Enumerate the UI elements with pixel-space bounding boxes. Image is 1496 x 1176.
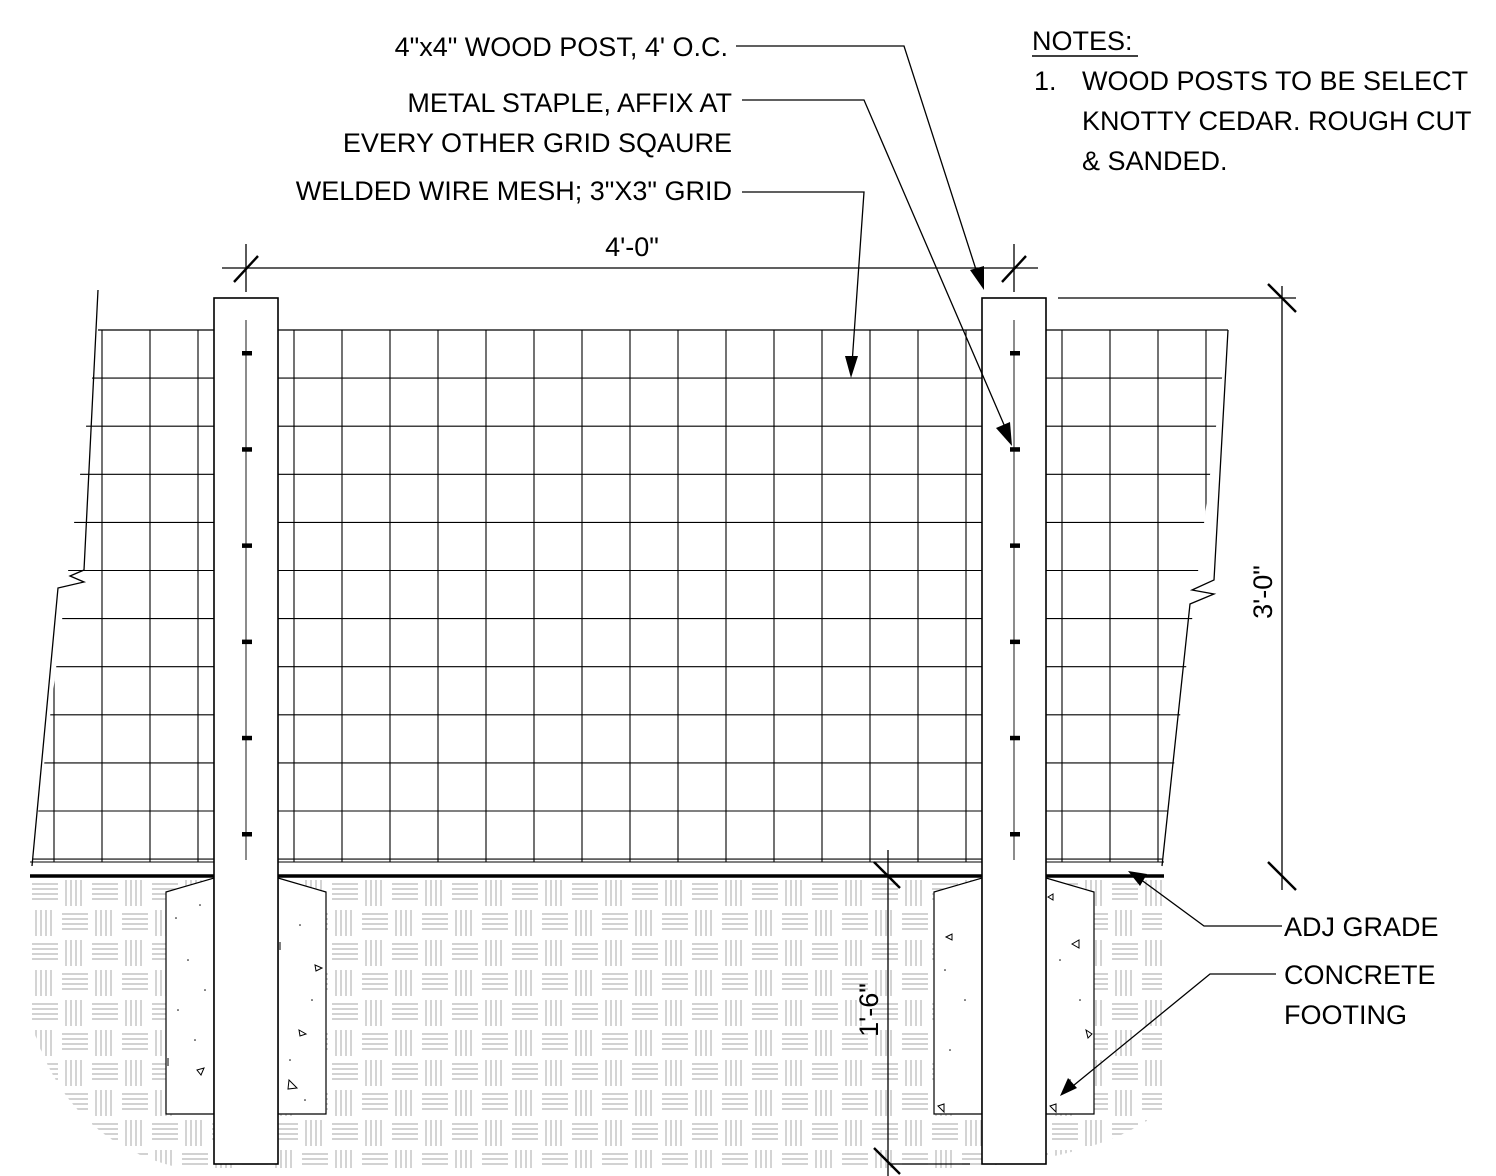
concrete-stipple (175, 904, 1081, 1101)
wood-post-right (981, 297, 1047, 1165)
footing-right-outer (933, 877, 983, 1115)
label-adj-grade: ADJ GRADE (1284, 912, 1439, 942)
dimension-tick (1267, 861, 1297, 891)
metal-staple (1010, 639, 1020, 645)
leader-labels: 4"x4" WOOD POST, 4' O.C. METAL STAPLE, A… (296, 32, 1439, 1030)
welded-wire-mesh (32, 330, 1228, 862)
footing-left-outer (165, 877, 215, 1115)
note-line-3: & SANDED. (1082, 146, 1228, 176)
dim-fence-height-text: 3'-0" (1248, 565, 1278, 619)
label-staple-2: EVERY OTHER GRID SQAURE (343, 128, 732, 158)
label-footing-1: CONCRETE (1284, 960, 1436, 990)
label-staple-1: METAL STAPLE, AFFIX AT (407, 88, 732, 118)
notes-block: NOTES: 1. WOOD POSTS TO BE SELECT KNOTTY… (1032, 26, 1472, 176)
footing-left-inner (277, 877, 327, 1115)
dimension-embed-depth (873, 850, 970, 1176)
dimension-post-spacing (222, 244, 1038, 292)
break-line-symbol (31, 289, 99, 867)
arrowhead (845, 356, 858, 378)
dim-embed-depth-text: 1'-6" (854, 983, 884, 1037)
arrowheads (845, 266, 1147, 1096)
concrete-aggregate (167, 893, 1093, 1114)
dimension-tick (233, 255, 259, 283)
label-footing-2: FOOTING (1284, 1000, 1407, 1030)
metal-staple (242, 447, 252, 452)
wood-post-left (213, 297, 279, 1165)
dimension-tick (1001, 255, 1027, 283)
dimension-tick (1267, 283, 1297, 313)
arrowhead (1128, 871, 1147, 886)
metal-staple (242, 351, 252, 356)
metal-staple (242, 543, 252, 548)
leader-lines (736, 45, 1282, 1091)
metal-staple (242, 832, 252, 837)
arrowhead (970, 266, 984, 290)
metal-staple (1010, 543, 1020, 548)
note-number: 1. (1034, 66, 1057, 96)
metal-staple (242, 735, 252, 741)
metal-staple (1010, 735, 1020, 741)
break-line-symbol (1161, 329, 1229, 867)
notes-title: NOTES: (1032, 26, 1133, 56)
arrowhead (996, 422, 1012, 446)
metal-staple (242, 639, 252, 645)
metal-staple (1010, 832, 1020, 837)
dim-post-spacing-text: 4'-0" (605, 232, 659, 262)
dimension-fence-height (1058, 283, 1297, 891)
metal-staples-right (1010, 351, 1020, 837)
footing-right-inner (1045, 877, 1095, 1115)
arrowhead (1060, 1078, 1077, 1096)
note-line-1: WOOD POSTS TO BE SELECT (1082, 66, 1468, 96)
label-wood-post: 4"x4" WOOD POST, 4' O.C. (395, 32, 728, 62)
metal-staple (1010, 351, 1020, 356)
note-line-2: KNOTTY CEDAR. ROUGH CUT (1082, 106, 1472, 136)
metal-staple (1010, 447, 1020, 452)
label-mesh: WELDED WIRE MESH; 3"X3" GRID (296, 176, 732, 206)
concrete-footings (165, 877, 1095, 1115)
metal-staples-left (242, 351, 252, 837)
